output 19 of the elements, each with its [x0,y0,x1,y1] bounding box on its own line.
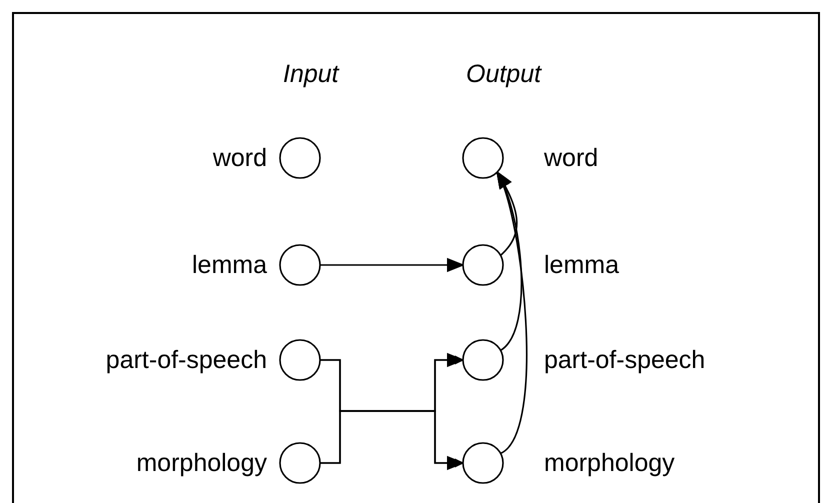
node-label: part-of-speech [544,346,706,374]
node-label: word [212,144,267,172]
node [462,443,675,483]
node [462,138,598,178]
node [462,245,620,285]
node-label: morphology [544,448,675,478]
node [212,138,321,178]
node [136,443,321,483]
column-heading: Output [466,60,542,89]
node-label: morphology [136,448,267,478]
node [192,245,321,285]
node [106,340,321,380]
node-label: lemma [192,250,267,280]
column-heading: Input [283,60,339,89]
node-label: part-of-speech [106,346,267,374]
node-label: word [544,144,598,172]
arrow [496,170,528,454]
node-label: lemma [544,250,620,280]
node [462,340,706,380]
